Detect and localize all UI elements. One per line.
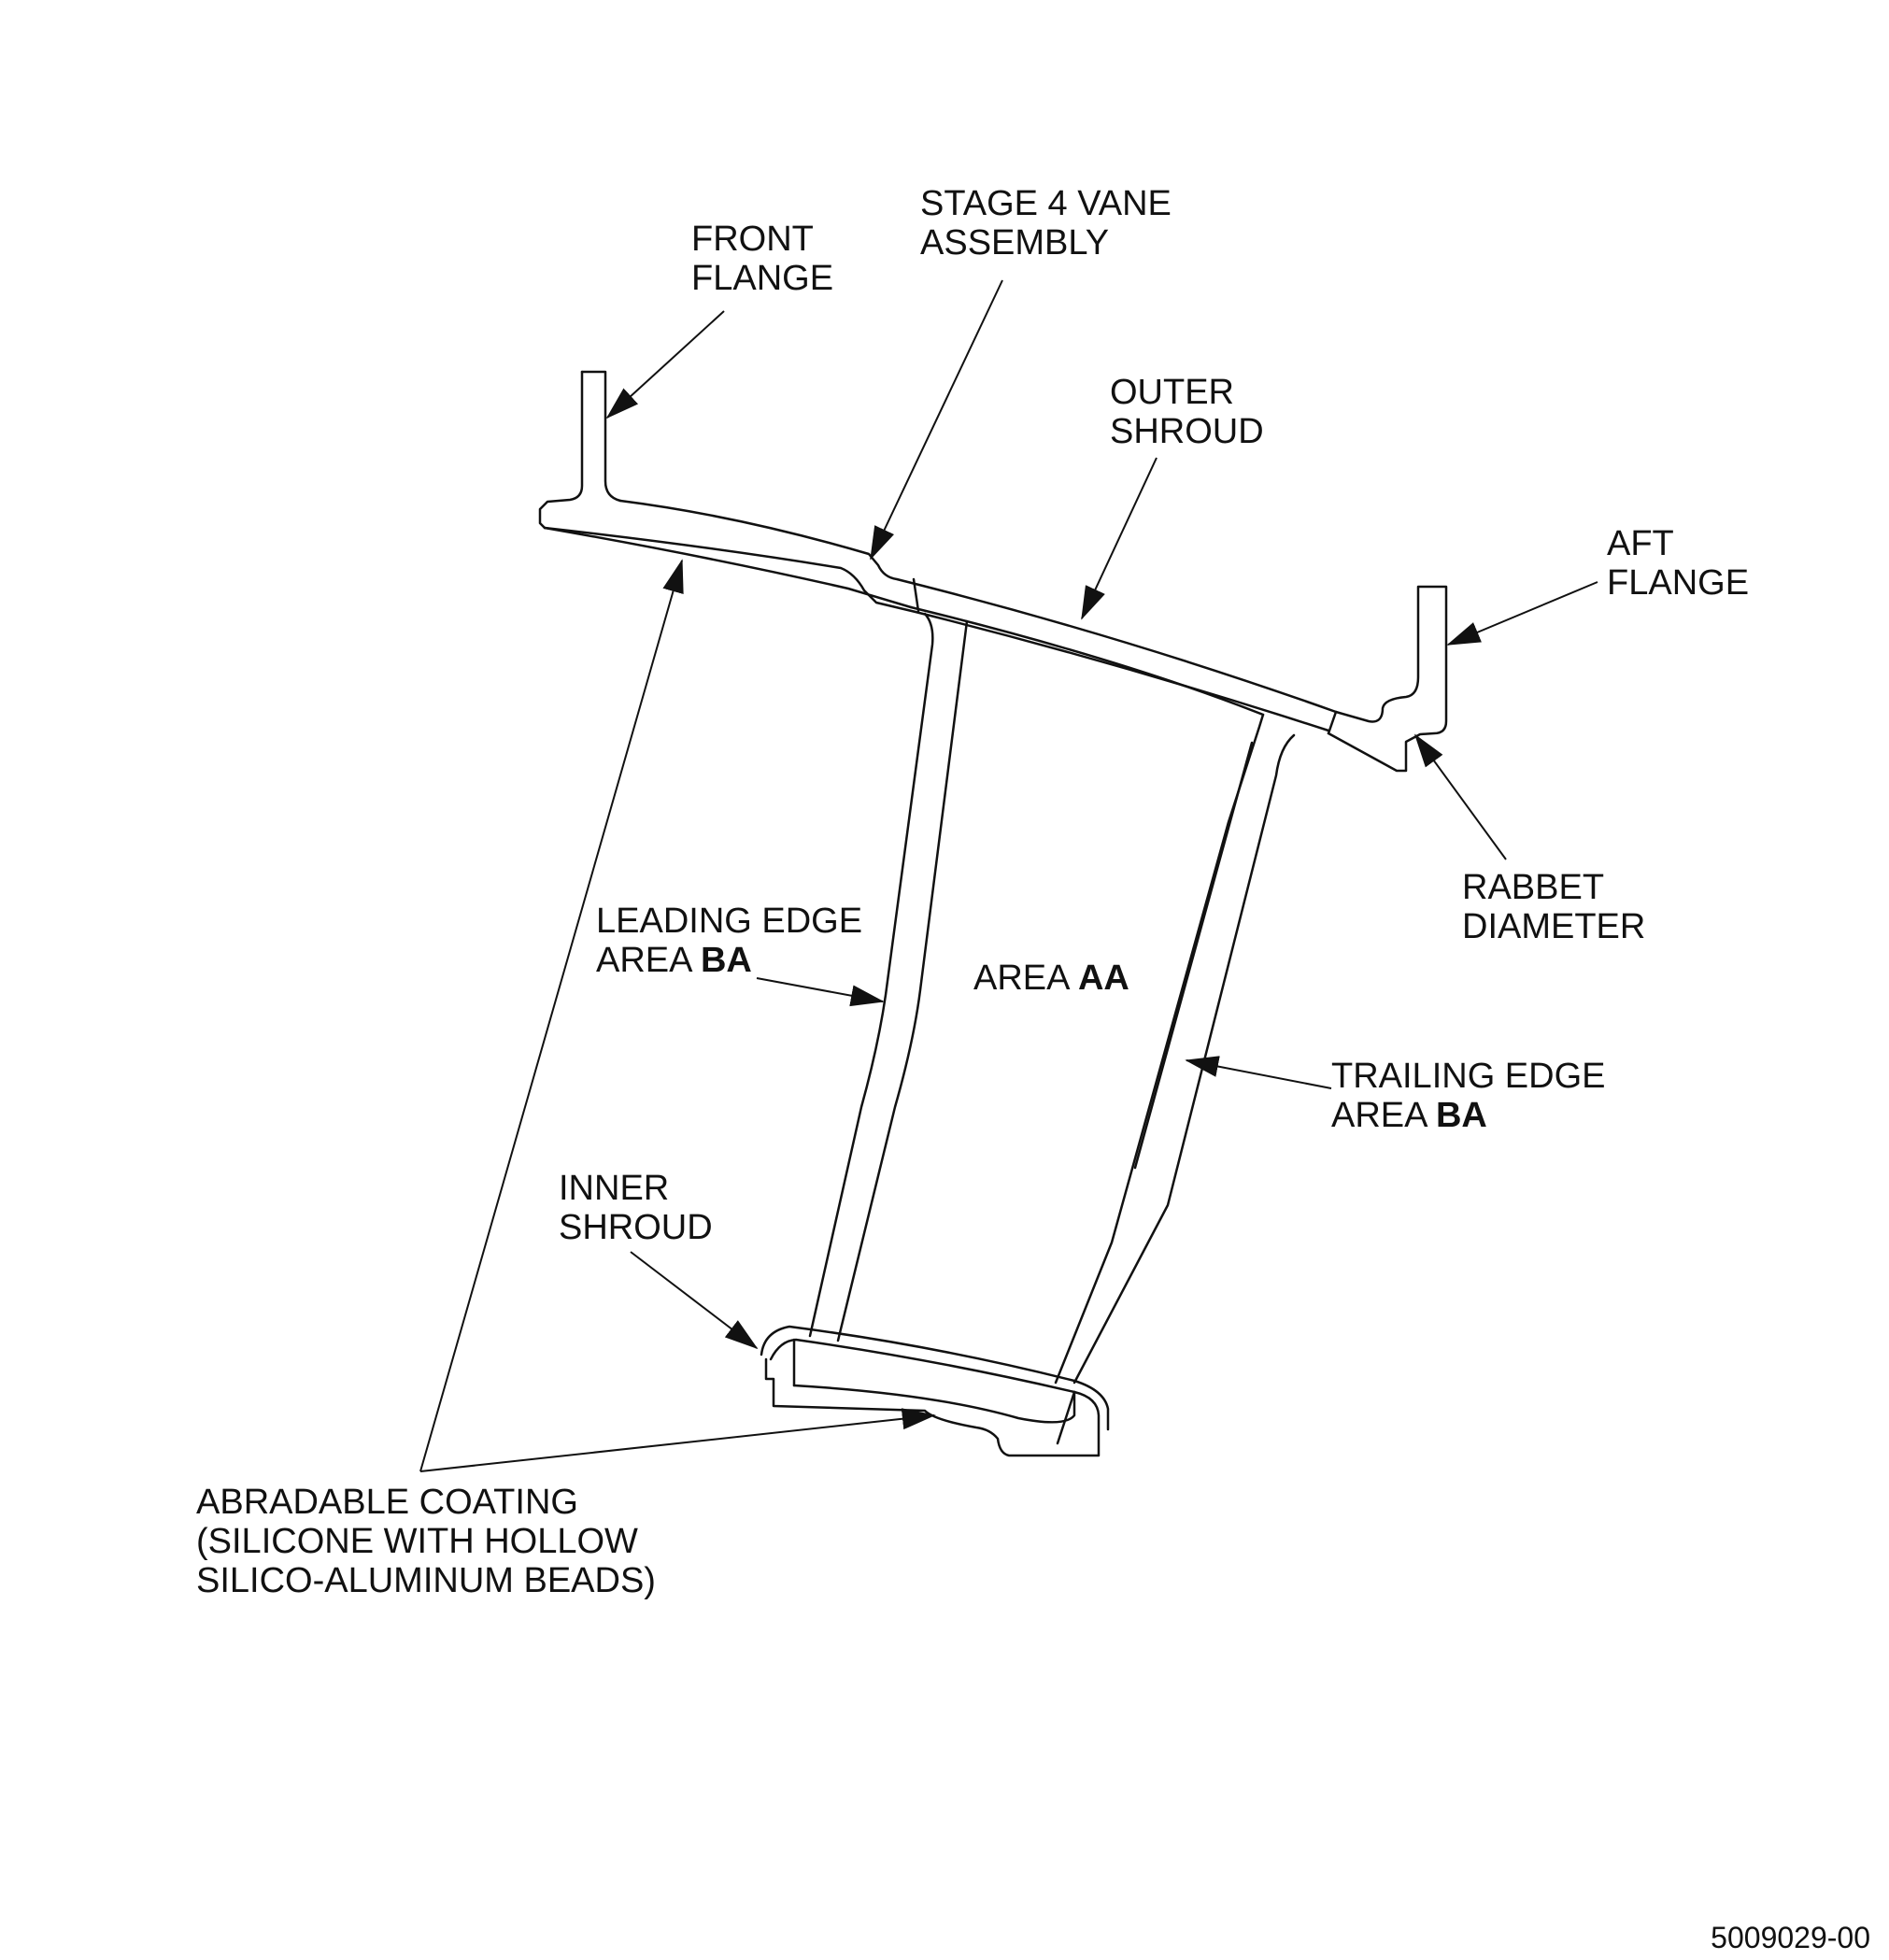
leader-front-flange (605, 310, 725, 419)
outer-shroud-part (538, 370, 1448, 773)
figure-number: 5009029-00 (1711, 1921, 1870, 1954)
label-stage4-vane-assembly: STAGE 4 VANE ASSEMBLY (920, 184, 1181, 263)
label-trailing-edge: TRAILING EDGE AREA BA (1331, 1057, 1615, 1135)
front-flange-shape (538, 370, 584, 530)
outer-shroud-upper-edge (618, 499, 1338, 714)
label-front-flange: FRONT FLANGE (691, 220, 833, 298)
label-area-aa: AREA AA (973, 959, 1129, 998)
trailing-edge-vane (1054, 713, 1265, 1385)
leading-edge-vane (808, 612, 934, 1338)
leader-outer-shroud (1081, 457, 1158, 620)
label-rabbet-diameter: RABBET DIAMETER (1462, 868, 1645, 946)
vane-airfoils (808, 612, 1296, 1385)
leader-stage4-vane (870, 279, 1003, 561)
leader-leading-edge (756, 977, 885, 1007)
label-abradable-coating: ABRADABLE COATING (SILICONE WITH HOLLOW … (196, 1483, 656, 1600)
labels: FRONT FLANGE STAGE 4 VANE ASSEMBLY OUTER… (196, 184, 1870, 1954)
inner-shroud-part (760, 1325, 1110, 1457)
leader-lines (419, 279, 1598, 1472)
leader-abradable-outer (419, 559, 684, 1472)
label-leading-edge: LEADING EDGE AREA BA (596, 902, 873, 980)
label-outer-shroud: OUTER SHROUD (1110, 373, 1264, 451)
aft-flange-shape (1327, 585, 1448, 773)
leader-abradable-inner (419, 1408, 936, 1472)
label-aft-flange: AFT FLANGE (1607, 524, 1749, 603)
leader-trailing-edge (1185, 1056, 1332, 1089)
label-inner-shroud: INNER SHROUD (559, 1169, 713, 1247)
leader-rabbet-diameter (1413, 733, 1507, 860)
leader-aft-flange (1446, 581, 1598, 646)
leader-inner-shroud (630, 1251, 759, 1350)
